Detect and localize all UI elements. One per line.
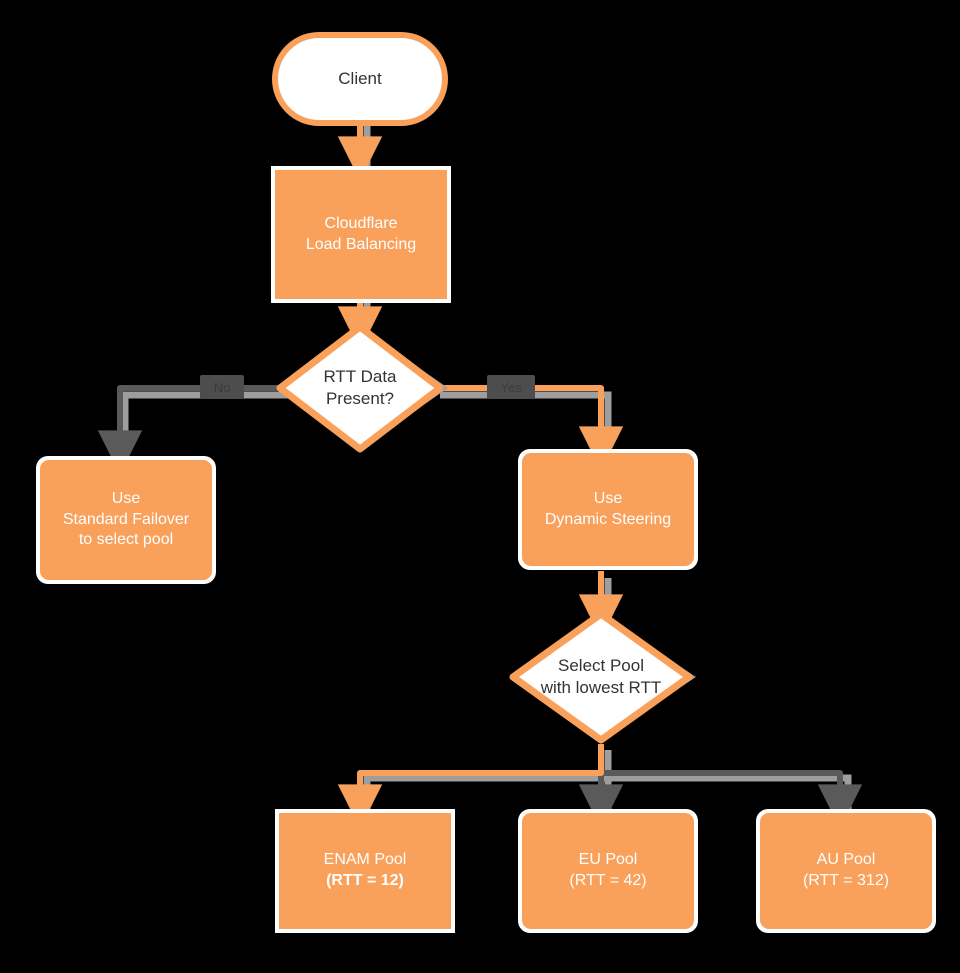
edge-select-to-au-pool xyxy=(601,770,863,829)
node-standard-failover[interactable] xyxy=(36,456,216,584)
node-rtt-data-present-decision[interactable] xyxy=(276,323,444,453)
edge-select-to-enam-pool xyxy=(337,744,604,829)
node-eu-pool[interactable] xyxy=(518,809,698,933)
node-dynamic-steering[interactable] xyxy=(518,449,698,570)
node-enam-pool[interactable] xyxy=(275,809,455,933)
node-cloudflare-load-balancing[interactable] xyxy=(271,166,451,303)
node-client[interactable] xyxy=(272,32,448,126)
node-select-pool-decision[interactable] xyxy=(509,610,693,744)
node-au-pool[interactable] xyxy=(756,809,936,933)
